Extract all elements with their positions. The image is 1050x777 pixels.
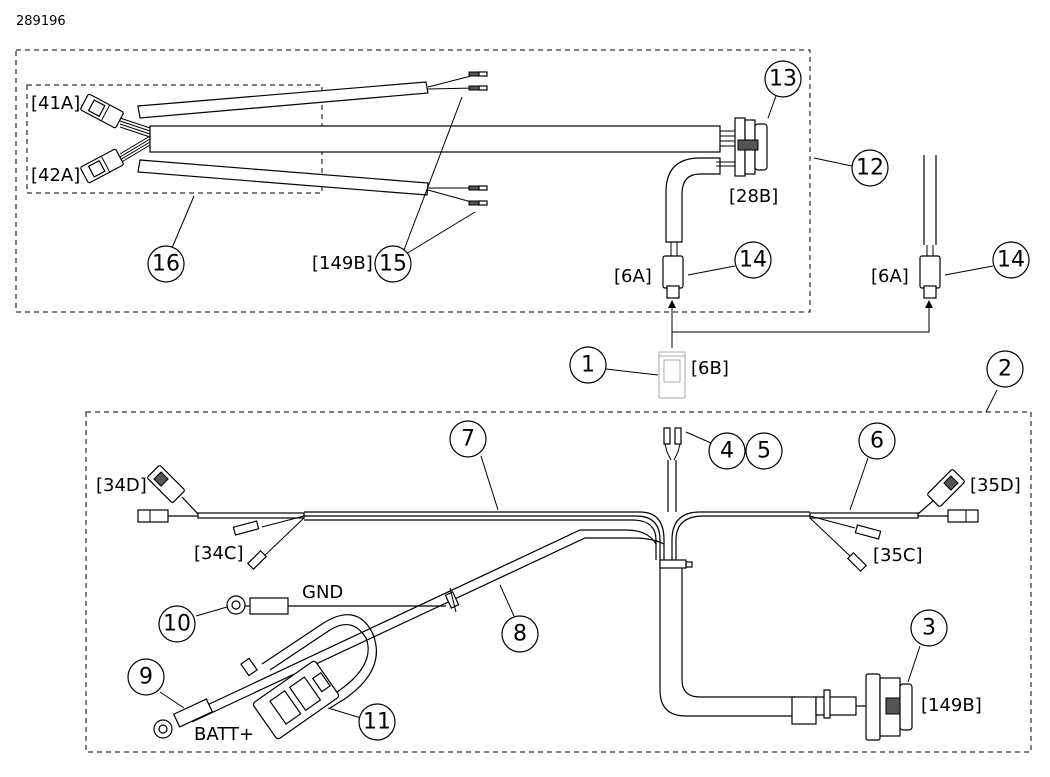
terminals-4-5: [663, 427, 682, 512]
callout-16: 16: [147, 245, 185, 283]
svg-text:16: 16: [152, 252, 180, 277]
leader-lines: [159, 95, 998, 719]
connector-42A: [80, 148, 124, 184]
connector-41A-wires: [119, 117, 151, 138]
svg-text:6: 6: [870, 429, 884, 454]
right-branch-35: [671, 511, 948, 560]
svg-text:4: 4: [720, 439, 734, 464]
callout-13: 13: [764, 60, 802, 98]
svg-text:2: 2: [998, 357, 1012, 382]
svg-text:13: 13: [769, 67, 797, 92]
svg-text:9: 9: [139, 665, 153, 690]
callout-7: 7: [449, 420, 487, 458]
svg-text:3: 3: [922, 616, 936, 641]
top-harness-boundary: [15, 49, 811, 313]
callout-14-right: 14: [992, 241, 1030, 279]
callout-6: 6: [858, 422, 896, 460]
connector-34D: [147, 465, 199, 515]
svg-text:7: 7: [461, 427, 475, 452]
svg-text:12: 12: [856, 156, 884, 181]
svg-text:14: 14: [997, 248, 1025, 273]
label-34C: [34C]: [194, 543, 244, 564]
batt-terminal: [153, 698, 214, 739]
label-41A: [41A]: [31, 93, 80, 114]
label-batt: BATT+: [194, 724, 254, 745]
lower-branch-cable: [137, 159, 488, 206]
label-6A-right: [6A]: [871, 266, 909, 287]
terminals-34C: [232, 520, 268, 571]
callout-2: 2: [986, 350, 1024, 388]
sub-assembly-boundary: [26, 84, 323, 194]
callout-10: 10: [158, 605, 196, 643]
callout-5: 5: [745, 432, 783, 470]
label-149B-top: [149B]: [312, 253, 373, 274]
callout-4: 4: [708, 432, 746, 470]
label-42A: [42A]: [31, 165, 80, 186]
label-28B: [28B]: [729, 186, 778, 207]
bottom-harness-boundary: [85, 411, 1032, 753]
fuse-holder: [240, 614, 377, 740]
callout-1: 1: [569, 346, 607, 384]
connector-35D: [917, 469, 965, 515]
connector-41A: [80, 93, 124, 129]
label-6A-left: [6A]: [614, 266, 652, 287]
callout-12: 12: [851, 149, 889, 187]
connector-6A-right: [919, 155, 941, 299]
label-gnd: GND: [302, 582, 343, 603]
label-149B-bottom: [149B]: [921, 695, 982, 716]
upper-branch-cable: [137, 71, 488, 119]
connector-35D-end: [947, 509, 979, 523]
gnd-wire: [226, 595, 446, 615]
mating-arrows: [668, 300, 933, 348]
label-6B: [6B]: [691, 358, 729, 379]
svg-text:8: 8: [513, 622, 527, 647]
elbow-cable-6A: [665, 157, 735, 256]
svg-text:14: 14: [739, 248, 767, 273]
svg-text:11: 11: [363, 710, 391, 735]
callout-8: 8: [501, 615, 539, 653]
callout-3: 3: [910, 609, 948, 647]
cable-8: [185, 529, 665, 723]
label-35C: [35C]: [873, 545, 923, 566]
svg-text:10: 10: [163, 612, 191, 637]
connector-6B: [658, 351, 686, 399]
svg-text:1: 1: [581, 353, 595, 378]
trunk-to-149B: [659, 559, 866, 725]
left-branch-34: [168, 511, 665, 560]
connector-34D-end: [137, 509, 169, 523]
label-34D: [34D]: [96, 475, 147, 496]
callout-14-left: 14: [734, 241, 772, 279]
terminals-35C: [846, 524, 882, 573]
document-id: 289196: [16, 14, 66, 29]
callout-11: 11: [358, 703, 396, 741]
svg-text:15: 15: [379, 252, 407, 277]
svg-text:5: 5: [757, 439, 771, 464]
callout-9: 9: [127, 658, 165, 696]
label-35D: [35D]: [970, 475, 1021, 496]
callout-15: 15: [374, 245, 412, 283]
connector-149B-bottom: [865, 673, 913, 741]
connector-6A-left: [662, 255, 684, 299]
connector-42A-wires: [119, 135, 151, 164]
connector-28B: [734, 117, 768, 177]
